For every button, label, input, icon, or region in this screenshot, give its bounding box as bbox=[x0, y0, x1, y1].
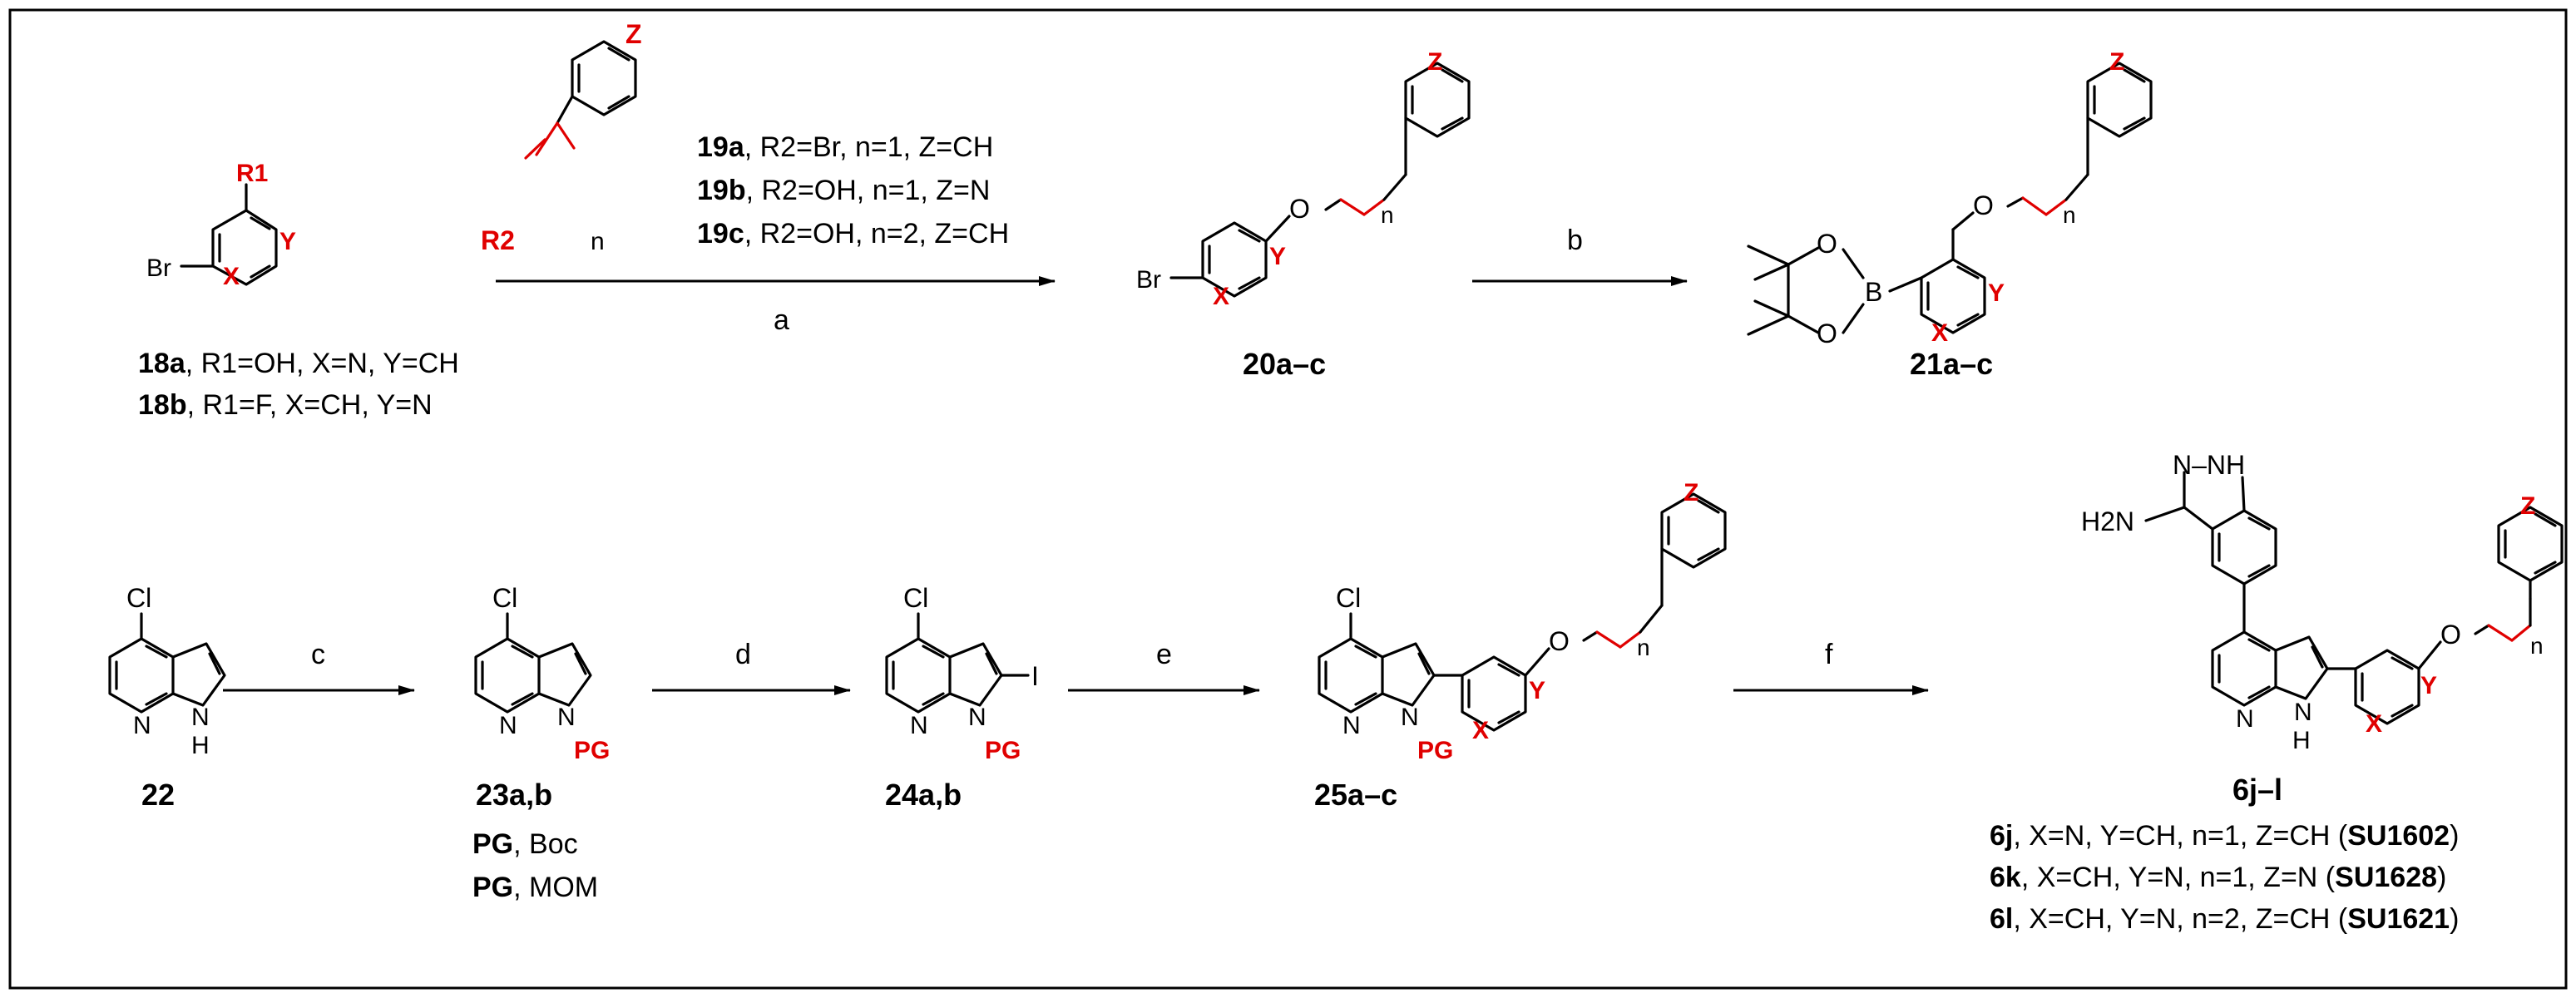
compound-label: 24a,b bbox=[885, 778, 962, 812]
compound-label: 25a–c bbox=[1314, 778, 1397, 812]
z-label: Z bbox=[2520, 492, 2535, 520]
iodo-label: I bbox=[1031, 661, 1039, 691]
y-label: Y bbox=[1988, 279, 2005, 307]
note-pg-mom: PG, MOM bbox=[472, 872, 598, 903]
oxygen-label: O bbox=[1817, 229, 1837, 259]
scheme-frame bbox=[8, 8, 2568, 990]
n-label: n bbox=[2530, 633, 2544, 659]
step-b-label: b bbox=[1567, 225, 1583, 256]
n-label: n bbox=[2063, 202, 2076, 228]
notes-pg: PG, Boc PG, MOM bbox=[472, 828, 598, 903]
z-label: Z bbox=[625, 19, 642, 49]
compound-25: Cl N N PG O n X Y Z 25a–c bbox=[1314, 479, 1727, 812]
bromo-label: Br bbox=[1136, 266, 1161, 294]
nitrogen-label: N bbox=[557, 704, 576, 731]
nitrogen-label: N bbox=[1401, 704, 1419, 731]
note-19b: 19b, R2=OH, n=1, Z=N bbox=[697, 175, 990, 206]
hydrogen-label: H bbox=[2292, 727, 2311, 754]
step-c-label: c bbox=[311, 639, 325, 670]
oxygen-label: O bbox=[1817, 319, 1837, 348]
r1-label: R1 bbox=[236, 160, 268, 187]
y-label: Y bbox=[1269, 243, 1286, 270]
compound-24: Cl I N N PG 24a,b bbox=[885, 583, 1039, 812]
note-6j: 6j, X=N, Y=CH, n=1, Z=CH (SU1602) bbox=[1990, 820, 2459, 852]
step-e-label: e bbox=[1156, 639, 1172, 670]
note-18a: 18a, R1=OH, X=N, Y=CH bbox=[138, 348, 459, 379]
compound-label: 22 bbox=[141, 778, 175, 812]
chloro-label: Cl bbox=[1336, 583, 1361, 613]
note-6l: 6l, X=CH, Y=N, n=2, Z=CH (SU1621) bbox=[1990, 903, 2459, 935]
compound-20: Br O n X Y Z 20a–c bbox=[1136, 48, 1471, 381]
nitrogen-label: N bbox=[191, 704, 210, 731]
y-label: Y bbox=[1529, 677, 1545, 704]
oxygen-label: O bbox=[1549, 626, 1570, 656]
hydrogen-label: H bbox=[191, 732, 210, 759]
note-19c: 19c, R2=OH, n=2, Z=CH bbox=[697, 218, 1009, 250]
nitrogen-label: N bbox=[1342, 712, 1361, 739]
n-label: n bbox=[1381, 202, 1394, 228]
chloro-label: Cl bbox=[126, 583, 151, 613]
step-a-label: a bbox=[774, 304, 789, 336]
compound-18: Br R1 X Y bbox=[146, 160, 296, 290]
nitrogen-label: N bbox=[2294, 699, 2312, 726]
x-label: X bbox=[2366, 710, 2382, 738]
r2-label: R2 bbox=[481, 225, 515, 255]
oxygen-label: O bbox=[1289, 194, 1310, 224]
chloro-label: Cl bbox=[492, 583, 517, 613]
oxygen-label: O bbox=[2440, 620, 2461, 650]
y-label: Y bbox=[279, 228, 296, 255]
notes-6: 6j, X=N, Y=CH, n=1, Z=CH (SU1602) 6k, X=… bbox=[1990, 820, 2459, 935]
n-label: n bbox=[1637, 635, 1650, 660]
n-label: n bbox=[591, 228, 605, 255]
note-19a: 19a, R2=Br, n=1, Z=CH bbox=[697, 131, 993, 163]
boron-label: B bbox=[1865, 277, 1882, 307]
note-pg-boc: PG, Boc bbox=[472, 828, 578, 860]
bromo-label: Br bbox=[146, 254, 171, 282]
z-label: Z bbox=[1427, 48, 1442, 76]
step-f-label: f bbox=[1825, 639, 1833, 670]
chloro-label: Cl bbox=[903, 583, 928, 613]
pg-label: PG bbox=[1417, 737, 1453, 764]
compound-label: 21a–c bbox=[1910, 347, 1993, 381]
compound-21: O O B O n X Y Z 21a–c bbox=[1747, 48, 2153, 381]
note-18b: 18b, R1=F, X=CH, Y=N bbox=[138, 389, 433, 421]
n-nh-label: N–NH bbox=[2173, 450, 2245, 480]
compound-label: 6j–l bbox=[2232, 773, 2282, 807]
reagent-19: R2 n Z bbox=[481, 19, 642, 255]
x-label: X bbox=[223, 263, 240, 290]
compound-23: Cl N N PG 23a,b bbox=[474, 583, 610, 812]
nitrogen-label: N bbox=[968, 704, 986, 731]
notes-19: 19a, R2=Br, n=1, Z=CH 19b, R2=OH, n=1, Z… bbox=[697, 131, 1009, 250]
nitrogen-label: N bbox=[499, 712, 517, 739]
pg-label: PG bbox=[574, 737, 610, 764]
z-label: Z bbox=[2109, 48, 2124, 76]
y-label: Y bbox=[2420, 672, 2437, 699]
nitrogen-label: N bbox=[910, 712, 928, 739]
note-6k: 6k, X=CH, Y=N, n=1, Z=N (SU1628) bbox=[1990, 862, 2446, 893]
z-label: Z bbox=[1684, 479, 1698, 506]
oxygen-label: O bbox=[1973, 190, 1994, 220]
x-label: X bbox=[1213, 283, 1229, 310]
x-label: X bbox=[1931, 319, 1948, 347]
compound-label: 20a–c bbox=[1243, 347, 1326, 381]
compound-6: N–NH H2N N N H O n X Y Z 6j–l bbox=[2081, 450, 2564, 807]
compound-22: Cl N N H 22 bbox=[108, 583, 226, 812]
nitrogen-label: N bbox=[2236, 705, 2254, 733]
notes-18: 18a, R1=OH, X=N, Y=CH 18b, R1=F, X=CH, Y… bbox=[138, 348, 459, 421]
nitrogen-label: N bbox=[133, 712, 151, 739]
pg-label: PG bbox=[985, 737, 1021, 764]
compound-label: 23a,b bbox=[476, 778, 552, 812]
amine-label: H2N bbox=[2081, 506, 2134, 536]
step-d-label: d bbox=[735, 639, 751, 670]
x-label: X bbox=[1472, 717, 1489, 744]
